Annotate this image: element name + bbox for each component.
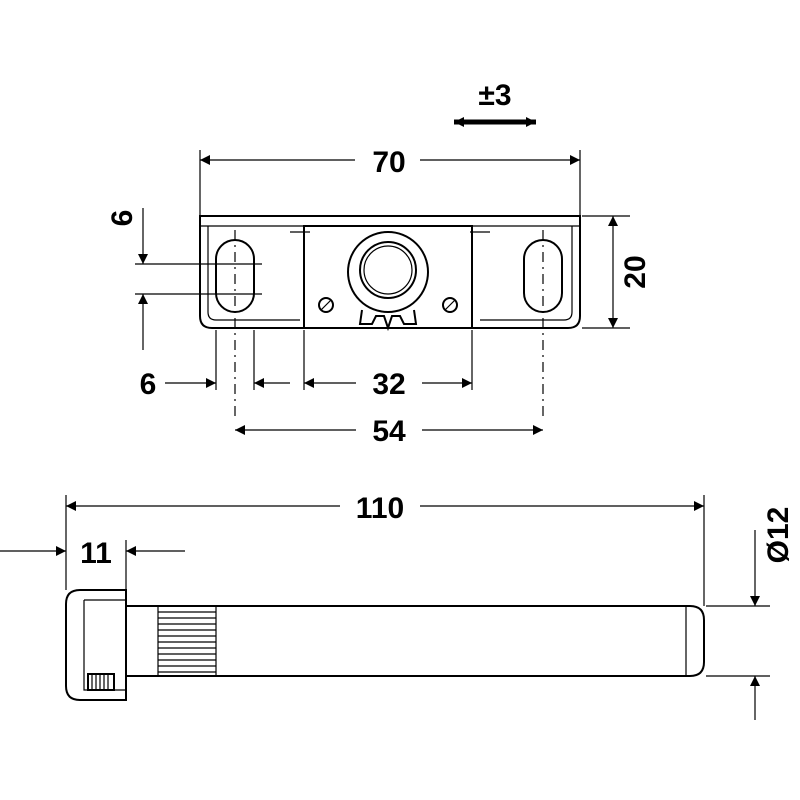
dim-head-length: 11 xyxy=(0,537,185,590)
dim-label-54: 54 xyxy=(372,415,406,448)
mounting-plate xyxy=(199,215,581,332)
cam-ring xyxy=(347,231,429,313)
knurling xyxy=(157,606,217,676)
dim-center-spacing: 32 xyxy=(303,330,473,401)
dim-label-110: 110 xyxy=(356,492,404,525)
dim-slot-offset: 6 xyxy=(106,208,148,350)
dim-label-diameter: Ø12 xyxy=(762,507,795,564)
bolt xyxy=(65,589,705,701)
adjustment-label: ±3 xyxy=(478,79,511,112)
dim-hole-spacing: 54 xyxy=(235,415,543,448)
dim-bolt-length: 110 xyxy=(65,492,705,606)
centerlines xyxy=(135,230,544,420)
dim-label-32: 32 xyxy=(372,368,405,401)
dim-bolt-diameter: Ø12 xyxy=(706,507,795,720)
dim-label-6-horizontal: 6 xyxy=(140,368,157,401)
left-screw xyxy=(318,297,334,313)
right-screw xyxy=(442,297,458,313)
adjustment-indicator: ±3 xyxy=(454,79,536,127)
dim-label-20: 20 xyxy=(619,255,652,288)
dim-slot-width: 6 xyxy=(140,330,290,401)
dim-label-70: 70 xyxy=(372,146,405,179)
dim-label-11: 11 xyxy=(80,537,112,570)
dim-plate-width: 70 xyxy=(199,146,581,215)
dim-plate-height: 20 xyxy=(582,215,652,329)
dim-label-6-vertical: 6 xyxy=(106,210,139,227)
